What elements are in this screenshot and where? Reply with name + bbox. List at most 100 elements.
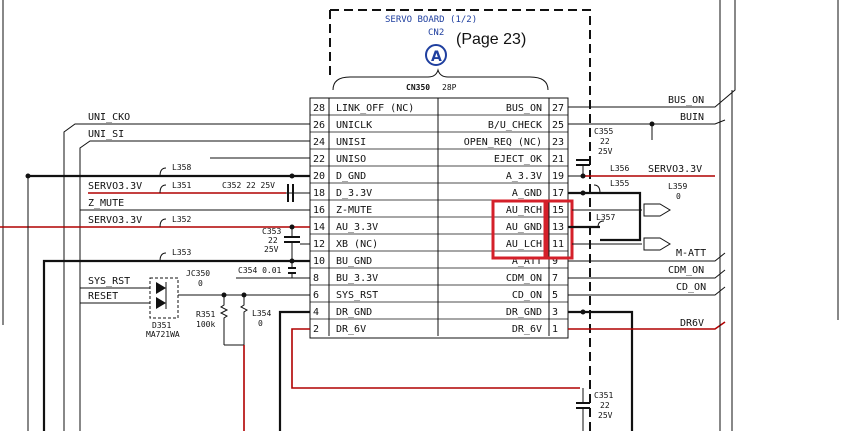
pin-number-left: 16	[313, 205, 325, 216]
net-m-att: M-ATT	[676, 248, 706, 259]
dr-gnd-wire	[278, 310, 310, 431]
part-l356: L356	[610, 164, 629, 173]
part-c353-voltage: 25V	[264, 245, 279, 254]
pin-name-left: UNICLK	[336, 120, 372, 131]
pin-number-left: 18	[313, 188, 325, 199]
servo-board-outline	[329, 9, 591, 431]
bu-gnd-wire	[42, 259, 310, 431]
pin-number-right: 23	[552, 137, 564, 148]
pin-name-left: AU_3.3V	[336, 222, 378, 233]
net-bus-on: BUS_ON	[668, 95, 704, 106]
pin-name-right: AU_RCH	[506, 205, 542, 216]
connector-ref-circle	[425, 44, 447, 66]
pin-name-left: XB (NC)	[336, 239, 378, 250]
part-r351: R351	[196, 310, 215, 319]
pin-number-left: 24	[313, 137, 325, 148]
pin-name-right: CDM_ON	[506, 273, 542, 284]
pin-number-right: 21	[552, 154, 564, 165]
pin-number-right: 7	[552, 273, 558, 284]
pin-number-left: 28	[313, 103, 325, 114]
part-l359-value: 0	[676, 192, 681, 201]
pin-number-left: 4	[313, 307, 319, 318]
page-ref: (Page 23)	[456, 31, 526, 48]
l354-resistor	[224, 295, 248, 346]
board-title: SERVO BOARD (1/2)	[385, 15, 477, 25]
pin-number-right: 9	[552, 256, 558, 267]
inductor-l353-symbol	[159, 252, 167, 262]
pin-name-left: UNISI	[336, 137, 366, 148]
part-c353-value: 22	[268, 236, 278, 245]
net-buin: BUIN	[680, 112, 704, 123]
pin-name-right: DR_6V	[512, 324, 542, 335]
highlight-au-pins	[545, 199, 574, 260]
pin-number-left: 22	[313, 154, 325, 165]
net-servo-2: SERVO3.3V	[88, 215, 142, 226]
pin-number-right: 15	[552, 205, 564, 216]
pin-name-right: AU_GND	[506, 222, 542, 233]
pin-number-right: 25	[552, 120, 564, 131]
cdm-on-wire	[568, 269, 726, 279]
net-dr6v: DR6V	[680, 318, 704, 329]
pin-number-right: 13	[552, 222, 564, 233]
connector-pin-count: 28P	[442, 83, 457, 92]
cd-on-wire	[568, 286, 726, 296]
pin-number-right: 3	[552, 307, 558, 318]
pin-name-right: B/U_CHECK	[488, 120, 542, 131]
pin-name-left: LINK_OFF (NC)	[336, 103, 414, 114]
dr-6v-wire	[291, 328, 580, 389]
net-z-mute: Z_MUTE	[88, 198, 124, 209]
inductor-l357-symbol	[597, 220, 605, 228]
pin-number-left: 6	[313, 290, 319, 301]
pin-name-left: BU_3.3V	[336, 273, 378, 284]
buin-wire	[568, 119, 726, 125]
part-l352: L352	[172, 215, 191, 224]
part-d351-type: MA721WA	[146, 330, 180, 339]
connector-ref-letter: A	[431, 49, 442, 65]
pin-number-left: 2	[313, 324, 319, 335]
net-servo-1: SERVO3.3V	[88, 181, 142, 192]
junction-dot	[580, 309, 586, 315]
inductor-l355-symbol	[593, 184, 601, 194]
pin-number-right: 19	[552, 171, 564, 182]
pin-name-right: A_GND	[512, 188, 542, 199]
pin-name-left: DR_6V	[336, 324, 366, 335]
pin-name-right: AU_LCH	[506, 239, 542, 250]
net-reset: RESET	[88, 291, 118, 302]
part-c353: C353	[262, 227, 281, 236]
dr-gnd-right-wire	[568, 310, 634, 431]
pin-number-right: 11	[552, 239, 564, 250]
part-l354-value: 0	[258, 319, 263, 328]
r351-resistor	[219, 295, 229, 345]
part-c355-voltage: 25V	[598, 147, 613, 156]
net-sys-rst: SYS_RST	[88, 276, 130, 287]
au-lch-arrow	[572, 237, 671, 251]
pin-name-left: D_3.3V	[336, 188, 372, 199]
pin-number-right: 17	[552, 188, 564, 199]
net-uni-cko: UNI_CKO	[88, 112, 130, 123]
pin-number-left: 14	[313, 222, 325, 233]
pin-name-right: CD_ON	[512, 290, 542, 301]
pin-number-left: 10	[313, 256, 325, 267]
net-uni-si: UNI_SI	[88, 129, 124, 140]
part-l358: L358	[172, 163, 191, 172]
part-l355: L355	[610, 179, 629, 188]
pin-number-right: 1	[552, 324, 558, 335]
cn-label: CN2	[428, 28, 444, 38]
part-d351: D351	[152, 321, 171, 330]
pin-number-right: 5	[552, 290, 558, 301]
pin-name-right: EJECT_OK	[494, 154, 542, 165]
pin-name-left: D_GND	[336, 171, 366, 182]
pin-name-left: Z-MUTE	[336, 205, 372, 216]
junction-dot	[580, 173, 586, 179]
pin-name-right: A_3.3V	[506, 171, 542, 182]
pin-name-left: UNISO	[336, 154, 366, 165]
pin-name-right: DR_GND	[506, 307, 542, 318]
bus-on-wire	[568, 0, 736, 108]
pin-number-left: 12	[313, 239, 325, 250]
a-gnd-wire	[568, 191, 642, 242]
diode-d351-box	[149, 277, 179, 319]
part-c354: C354 0.01	[238, 266, 282, 275]
part-l353: L353	[172, 248, 191, 257]
part-jc350-value: 0	[198, 279, 203, 288]
